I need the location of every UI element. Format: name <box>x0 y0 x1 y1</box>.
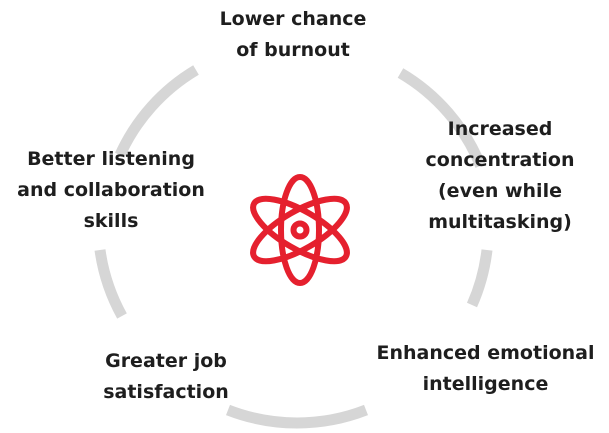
atom-icon <box>250 174 350 286</box>
benefit-line: skills <box>83 210 139 232</box>
benefit-job-satisfaction: Greater job satisfaction <box>76 346 256 408</box>
benefit-line: satisfaction <box>103 381 229 403</box>
benefit-better-listening: Better listening and collaboration skill… <box>2 144 220 237</box>
ring-arc-right <box>466 249 493 308</box>
benefit-enhanced-emotional-intelligence: Enhanced emotional intelligence <box>362 338 609 400</box>
atom-orbit <box>278 174 322 286</box>
benefit-line: Better listening <box>27 148 195 170</box>
benefit-line: and collaboration <box>17 179 205 201</box>
ring-arc-top-right <box>397 68 486 168</box>
ring-arc-left <box>94 249 127 319</box>
benefit-line: Greater job <box>105 350 227 372</box>
benefit-line: of burnout <box>236 39 350 61</box>
benefit-increased-concentration: Increased concentration (even while mult… <box>410 114 590 238</box>
benefit-line: Enhanced emotional <box>376 342 595 364</box>
atom-nucleus <box>290 220 310 240</box>
benefit-line: (even while <box>438 180 562 202</box>
benefit-line: multitasking) <box>428 211 572 233</box>
benefit-lower-burnout: Lower chance of burnout <box>193 4 393 66</box>
benefit-line: Increased <box>447 118 553 140</box>
benefit-line: intelligence <box>422 373 549 395</box>
benefit-line: concentration <box>425 149 575 171</box>
benefit-line: Lower chance <box>219 8 367 30</box>
ring-arc-top-left <box>114 65 199 158</box>
ring-arc-bottom <box>226 404 368 429</box>
atom-orbit <box>250 195 350 265</box>
